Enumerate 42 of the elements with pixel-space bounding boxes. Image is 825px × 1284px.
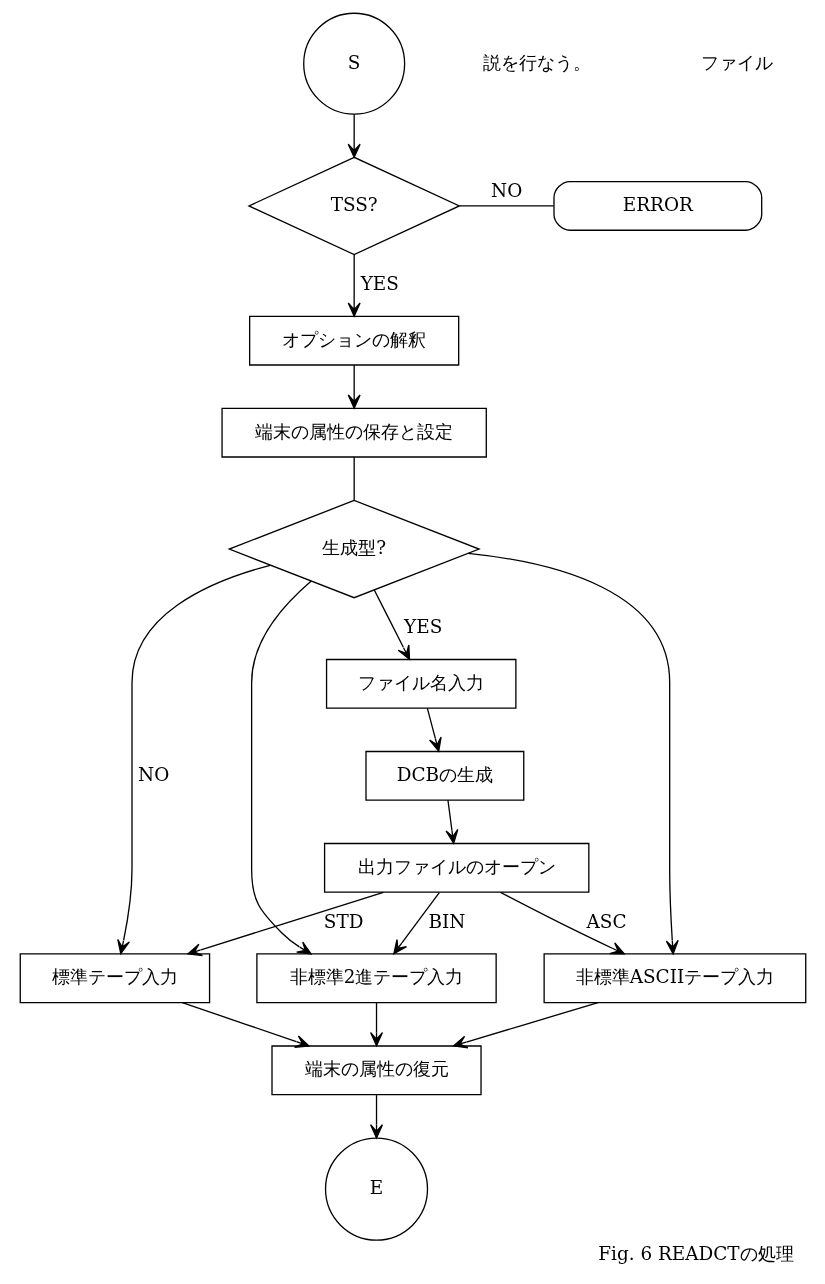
edge-label: BIN bbox=[427, 910, 465, 932]
arrow bbox=[250, 580, 312, 955]
edge-label: YES bbox=[403, 616, 442, 638]
arrow bbox=[186, 891, 384, 957]
node-diamond: 生成型? bbox=[226, 499, 481, 599]
node-box: DCBの生成 bbox=[364, 750, 524, 801]
node-box: ERROR bbox=[552, 180, 762, 231]
node-box: 標準テープ入力 bbox=[19, 953, 210, 1004]
arrow bbox=[116, 564, 271, 955]
label: 説を行なう。 bbox=[482, 51, 591, 73]
node-box: 端末の属性の保存と設定 bbox=[220, 407, 487, 458]
edge-label: NO bbox=[137, 763, 169, 785]
node-circle: E bbox=[324, 1137, 428, 1241]
connector bbox=[353, 456, 355, 501]
node-diamond: TSS? bbox=[246, 156, 461, 256]
node-box: 非標準ASCIIテープ入力 bbox=[542, 953, 806, 1004]
edge-label: YES bbox=[360, 273, 399, 295]
arrow bbox=[392, 891, 440, 955]
caption: Fig. 6 READCTの処理 bbox=[597, 1243, 794, 1265]
label: ファイル bbox=[700, 51, 773, 73]
node-box: 端末の属性の復元 bbox=[270, 1045, 482, 1096]
node-box: ファイル名入力 bbox=[325, 658, 517, 709]
node-box: 出力ファイルのオープン bbox=[323, 842, 589, 893]
edge-label: ASC bbox=[586, 910, 627, 932]
arrow bbox=[426, 707, 442, 752]
connector bbox=[458, 205, 554, 207]
edge-label: STD bbox=[323, 910, 363, 932]
arrow bbox=[347, 364, 361, 409]
arrow bbox=[466, 552, 679, 955]
node-box: 非標準2進テープ入力 bbox=[255, 953, 497, 1004]
arrow bbox=[444, 799, 458, 844]
arrow bbox=[452, 1001, 599, 1049]
arrow bbox=[373, 589, 410, 661]
arrow bbox=[369, 1094, 383, 1139]
node-box: オプションの解釈 bbox=[248, 315, 459, 366]
arrow bbox=[347, 113, 361, 158]
arrow bbox=[499, 891, 625, 955]
edge-label: NO bbox=[490, 180, 522, 201]
arrow bbox=[181, 1001, 310, 1048]
node-circle: S bbox=[302, 12, 405, 115]
arrow bbox=[369, 1001, 383, 1047]
arrow bbox=[347, 254, 361, 317]
